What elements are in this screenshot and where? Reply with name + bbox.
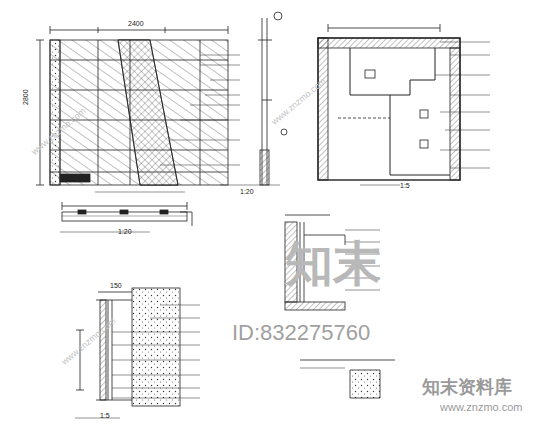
scale-note: 1:5 — [100, 412, 110, 419]
plan-section — [60, 202, 192, 232]
elevation — [36, 26, 240, 192]
scale-note: 1:5 — [400, 182, 410, 189]
corner-detail — [285, 215, 395, 398]
watermark-logo: 知末资料库 — [422, 378, 512, 396]
scale-note: 1:20 — [240, 188, 254, 195]
dimension: 2800 — [22, 89, 29, 105]
watermark-url: www.znzmo.com — [440, 402, 523, 413]
watermark-id: ID:832275760 — [232, 322, 370, 344]
plan — [318, 24, 490, 185]
section — [220, 12, 287, 185]
watermark: 知末 — [285, 240, 381, 288]
dimension: 150 — [110, 282, 122, 289]
dimension: 2400 — [128, 20, 144, 27]
scale-note: 1:20 — [118, 228, 132, 235]
watermark-url: www.znzmo.com — [60, 317, 118, 367]
wall-detail — [75, 288, 200, 418]
